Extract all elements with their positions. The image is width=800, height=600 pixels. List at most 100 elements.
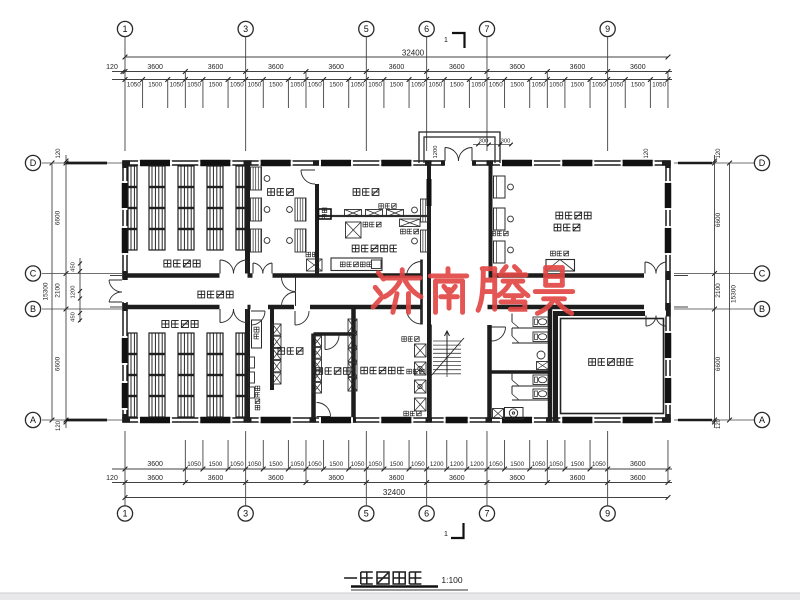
svg-text:1050: 1050 bbox=[592, 461, 606, 468]
svg-text:120: 120 bbox=[644, 148, 650, 159]
svg-text:15300: 15300 bbox=[731, 285, 738, 303]
svg-text:3600: 3600 bbox=[630, 461, 646, 468]
svg-text:1: 1 bbox=[444, 531, 448, 538]
svg-text:32400: 32400 bbox=[383, 488, 406, 497]
svg-text:1200: 1200 bbox=[450, 461, 464, 468]
svg-text:1050: 1050 bbox=[368, 461, 382, 468]
svg-text:300: 300 bbox=[501, 139, 511, 145]
svg-text:1050: 1050 bbox=[248, 82, 262, 89]
svg-text:3600: 3600 bbox=[328, 64, 344, 71]
svg-text:1500: 1500 bbox=[390, 82, 404, 89]
svg-text:1050: 1050 bbox=[489, 82, 503, 89]
svg-text:1050: 1050 bbox=[532, 82, 546, 89]
svg-text:1050: 1050 bbox=[471, 82, 485, 89]
svg-text:B: B bbox=[759, 304, 765, 314]
svg-text:120: 120 bbox=[716, 418, 722, 429]
svg-text:A: A bbox=[759, 415, 765, 425]
svg-text:1500: 1500 bbox=[390, 461, 404, 468]
svg-text:1050: 1050 bbox=[230, 461, 244, 468]
svg-text:1050: 1050 bbox=[351, 82, 365, 89]
svg-text:1050: 1050 bbox=[549, 82, 563, 89]
svg-text:1500: 1500 bbox=[269, 82, 283, 89]
svg-text:D: D bbox=[30, 158, 37, 168]
svg-text:1050: 1050 bbox=[368, 82, 382, 89]
svg-text:120: 120 bbox=[106, 64, 118, 71]
svg-text:3600: 3600 bbox=[509, 475, 525, 482]
svg-text:D: D bbox=[759, 158, 766, 168]
svg-text:1050: 1050 bbox=[127, 82, 141, 89]
svg-text:1050: 1050 bbox=[592, 82, 606, 89]
svg-text:1500: 1500 bbox=[450, 82, 464, 89]
svg-text:3600: 3600 bbox=[570, 475, 586, 482]
svg-text:3600: 3600 bbox=[630, 64, 646, 71]
svg-text:3600: 3600 bbox=[389, 475, 405, 482]
svg-text:3600: 3600 bbox=[147, 475, 163, 482]
svg-text:120: 120 bbox=[56, 148, 62, 159]
svg-text:3600: 3600 bbox=[449, 64, 465, 71]
svg-text:6600: 6600 bbox=[715, 356, 722, 371]
svg-text:1200: 1200 bbox=[71, 286, 77, 299]
svg-text:1500: 1500 bbox=[510, 461, 524, 468]
svg-text:1500: 1500 bbox=[269, 461, 283, 468]
svg-text:1500: 1500 bbox=[329, 82, 343, 89]
svg-text:1500: 1500 bbox=[148, 82, 162, 89]
svg-text:1500: 1500 bbox=[571, 461, 585, 468]
svg-text:1050: 1050 bbox=[489, 461, 503, 468]
svg-text:C: C bbox=[759, 269, 766, 279]
svg-text:1200: 1200 bbox=[470, 461, 484, 468]
svg-text:1050: 1050 bbox=[549, 461, 563, 468]
svg-text:6600: 6600 bbox=[55, 210, 62, 225]
svg-text:3600: 3600 bbox=[268, 64, 284, 71]
svg-text:1050: 1050 bbox=[170, 82, 184, 89]
svg-text:1050: 1050 bbox=[187, 82, 201, 89]
svg-text:120: 120 bbox=[56, 420, 62, 431]
svg-text:C: C bbox=[30, 269, 37, 279]
svg-text:3: 3 bbox=[243, 24, 248, 34]
svg-text:A: A bbox=[30, 415, 36, 425]
svg-text:1050: 1050 bbox=[532, 461, 546, 468]
svg-text:1050: 1050 bbox=[411, 82, 425, 89]
svg-text:15300: 15300 bbox=[43, 282, 50, 300]
svg-text:1050: 1050 bbox=[411, 461, 425, 468]
svg-text:1050: 1050 bbox=[290, 82, 304, 89]
svg-text:1500: 1500 bbox=[209, 461, 223, 468]
svg-text:450: 450 bbox=[71, 312, 77, 322]
svg-text:7: 7 bbox=[484, 509, 489, 519]
svg-text:5: 5 bbox=[364, 24, 369, 34]
svg-text:450: 450 bbox=[71, 262, 77, 272]
svg-text:3600: 3600 bbox=[147, 64, 163, 71]
svg-text:2100: 2100 bbox=[715, 283, 722, 298]
svg-text:1050: 1050 bbox=[187, 461, 201, 468]
svg-text:1500: 1500 bbox=[631, 82, 645, 89]
svg-text:3600: 3600 bbox=[449, 475, 465, 482]
svg-text:3: 3 bbox=[243, 509, 248, 519]
svg-text:1500: 1500 bbox=[510, 82, 524, 89]
svg-text:3600: 3600 bbox=[208, 475, 224, 482]
svg-text:2100: 2100 bbox=[55, 283, 62, 298]
svg-text:1050: 1050 bbox=[652, 82, 666, 89]
svg-text:3600: 3600 bbox=[147, 461, 163, 468]
svg-text:6: 6 bbox=[424, 509, 429, 519]
svg-text:1500: 1500 bbox=[329, 461, 343, 468]
svg-text:300: 300 bbox=[479, 139, 489, 145]
svg-text:1050: 1050 bbox=[351, 461, 365, 468]
svg-text:1050: 1050 bbox=[610, 82, 624, 89]
svg-text:3600: 3600 bbox=[208, 64, 224, 71]
svg-text:1050: 1050 bbox=[308, 461, 322, 468]
svg-text:1: 1 bbox=[444, 37, 448, 44]
svg-text:3600: 3600 bbox=[268, 475, 284, 482]
svg-text:1050: 1050 bbox=[230, 82, 244, 89]
svg-text:1200: 1200 bbox=[433, 146, 439, 159]
svg-text:3600: 3600 bbox=[328, 475, 344, 482]
svg-text:6600: 6600 bbox=[55, 356, 62, 371]
svg-text:3600: 3600 bbox=[630, 475, 646, 482]
svg-text:120: 120 bbox=[106, 475, 118, 482]
svg-text:1050: 1050 bbox=[248, 461, 262, 468]
svg-text:120: 120 bbox=[716, 148, 722, 159]
svg-text:1050: 1050 bbox=[308, 82, 322, 89]
svg-text:1500: 1500 bbox=[571, 82, 585, 89]
svg-text:7: 7 bbox=[484, 24, 489, 34]
svg-text:3600: 3600 bbox=[509, 64, 525, 71]
svg-text:1: 1 bbox=[122, 24, 127, 34]
svg-text:1050: 1050 bbox=[429, 82, 443, 89]
